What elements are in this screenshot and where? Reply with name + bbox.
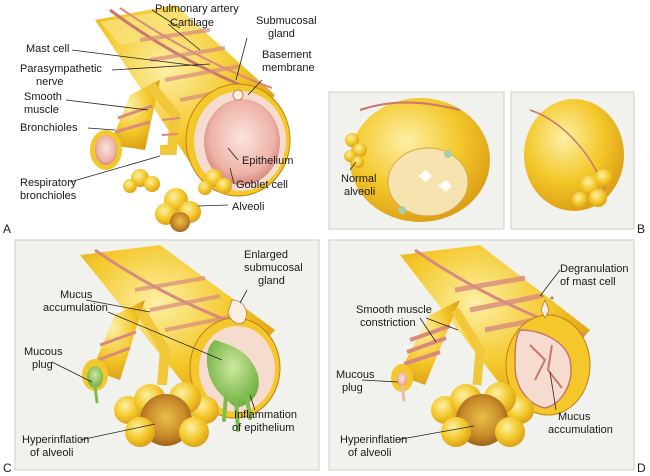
panel-b: Normal alveoli B [328,91,645,236]
panel-a-labels: Pulmonary artery Cartilage Submucosal gl… [20,3,317,213]
label-goblet-cell: Goblet cell [236,179,288,191]
label-normal-alveoli-line1: Normal [341,173,376,185]
label-parasympathetic-line1: Parasympathetic [20,63,102,75]
label-inflammation-line1: Inflammation [234,409,297,421]
label-hyperinflation-c-line1: Hyperinflation [22,434,89,446]
label-submucosal-gland-line1: Submucosal [256,15,317,27]
label-epithelium: Epithelium [242,155,293,167]
panel-letter-c: C [3,461,12,475]
label-mucous-plug-line2: plug [32,359,53,371]
panel-letter-b: B [637,222,645,236]
panel-letter-d: D [637,461,646,475]
panel-d-leader-lines [361,269,561,441]
label-basement-membrane-line1: Basement [262,49,312,61]
panel-b-normal-alveolus-sac [344,98,490,222]
label-degranulation-line2: of mast cell [560,276,616,288]
panel-c-labels: Enlarged submucosal gland Mucus accumula… [22,249,303,459]
label-alveoli: Alveoli [232,201,264,213]
label-enlarged-line2: submucosal [244,262,303,274]
label-mucus-accumulation-line2: accumulation [43,302,108,314]
label-smooth-muscle-constriction-line1: Smooth muscle [356,304,432,316]
label-inflammation-line2: of epithelium [232,422,294,434]
panel-a-alveoli [123,169,232,232]
label-smooth-muscle-line1: Smooth [24,91,62,103]
label-mast-cell: Mast cell [26,43,69,55]
label-submucosal-gland-line2: gland [268,28,295,40]
label-enlarged-line3: gland [258,275,285,287]
panel-a-leader-lines [65,9,263,207]
label-mucus-accumulation-d-line1: Mucus [558,411,591,423]
panel-a-bronchiole [90,80,181,170]
panel-c-hyperinflated-alveoli [114,382,219,447]
label-mucous-plug-d-line2: plug [342,382,363,394]
panel-d: Degranulation of mast cell Smooth muscle… [328,239,646,475]
label-hyperinflation-d-line2: of alveoli [348,447,391,459]
label-degranulation-line1: Degranulation [560,263,629,275]
panel-a-bronchus [95,5,291,197]
panel-letter-a: A [3,222,11,236]
panel-a: Pulmonary artery Cartilage Submucosal gl… [3,3,317,236]
label-bronchioles: Bronchioles [20,122,78,134]
panel-d-labels: Degranulation of mast cell Smooth muscle… [336,263,629,459]
label-basement-membrane-line2: membrane [262,62,315,74]
label-pulmonary-artery: Pulmonary artery [155,3,239,15]
label-cartilage: Cartilage [170,17,214,29]
panel-c-leader-lines [51,289,256,441]
label-parasympathetic-line2: nerve [36,76,64,88]
label-hyperinflation-d-line1: Hyperinflation [340,434,407,446]
label-smooth-muscle-line2: muscle [24,104,59,116]
label-enlarged-line1: Enlarged [244,249,288,261]
label-respiratory-bronchioles-line2: bronchioles [20,190,77,202]
panel-d-bronchus [400,245,591,416]
label-mucus-accumulation-line1: Mucus [60,289,93,301]
label-respiratory-bronchioles-line1: Respiratory [20,177,77,189]
panel-c: Enlarged submucosal gland Mucus accumula… [3,239,320,475]
label-mucus-accumulation-d-line2: accumulation [548,424,613,436]
panel-c-bronchiole [82,300,171,404]
panel-b-alveolar-duct [524,99,624,211]
label-mucous-plug-d-line1: Mucous [336,369,375,381]
label-hyperinflation-c-line2: of alveoli [30,447,73,459]
panel-d-constricted-bronchiole [391,300,485,402]
label-smooth-muscle-constriction-line2: constriction [360,317,416,329]
panel-c-bronchus [80,245,281,432]
panel-d-hyperinflated-alveoli [431,382,534,447]
label-mucous-plug-line1: Mucous [24,346,63,358]
label-normal-alveoli-line2: alveoli [344,186,375,198]
